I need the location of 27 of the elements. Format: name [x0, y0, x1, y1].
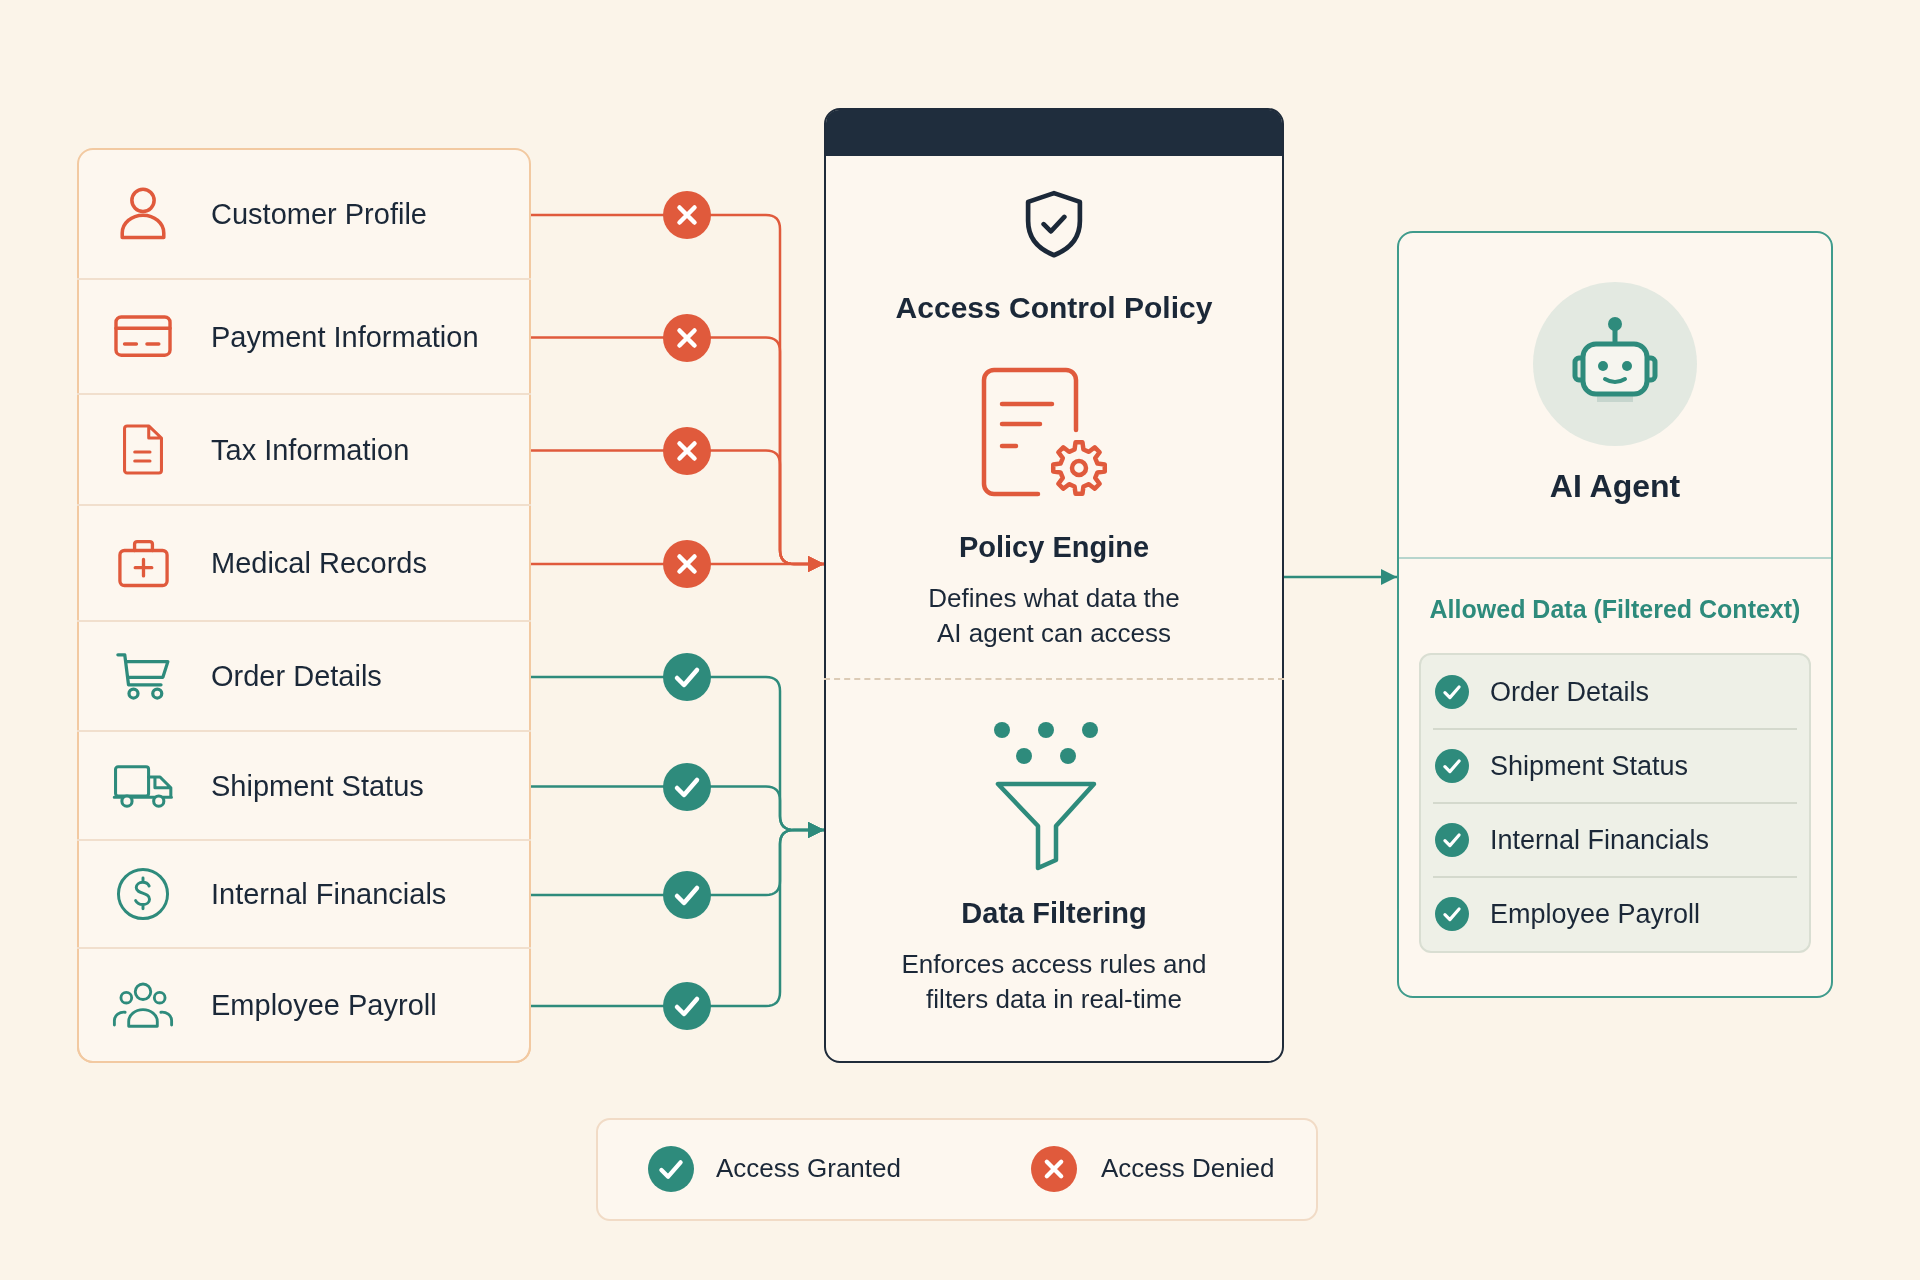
- data-source-label: Order Details: [211, 658, 382, 694]
- legend-label: Access Granted: [716, 1153, 901, 1185]
- section-title: Policy Engine: [958, 530, 1150, 565]
- data-source-label: Medical Records: [211, 545, 427, 581]
- agent-panel: [1397, 231, 1833, 998]
- section-description: Defines what data the AI agent can access: [927, 582, 1181, 650]
- legend-label: Access Denied: [1101, 1153, 1275, 1185]
- data-source-label: Tax Information: [211, 432, 410, 467]
- allowed-data-label: Employee Payroll: [1490, 897, 1701, 931]
- data-source-label: Payment Information: [211, 319, 479, 354]
- agent-title: AI Agent: [1549, 467, 1681, 506]
- section-description: Enforces access rules and filters data in real-time: [900, 948, 1208, 1016]
- policy-panel: [824, 108, 1284, 1063]
- section-title: Data Filtering: [961, 896, 1147, 931]
- data-source-label: Employee Payroll: [211, 987, 437, 1023]
- allowed-data-label: Internal Financials: [1490, 823, 1710, 857]
- panel-title: Access Control Policy: [895, 290, 1213, 326]
- allowed-data-label: Order Details: [1490, 675, 1650, 709]
- data-source-label: Customer Profile: [211, 196, 427, 232]
- data-source-label: Shipment Status: [211, 768, 424, 803]
- arrow: [1284, 568, 1397, 586]
- allowed-data-label: Shipment Status: [1490, 749, 1689, 783]
- allowed-data-list: [1419, 653, 1811, 953]
- data-source-label: Internal Financials: [211, 876, 447, 912]
- data-source-panel: [77, 148, 531, 1063]
- arrow: [531, 821, 824, 1008]
- context-heading: Allowed Data (Filtered Context): [1429, 594, 1801, 624]
